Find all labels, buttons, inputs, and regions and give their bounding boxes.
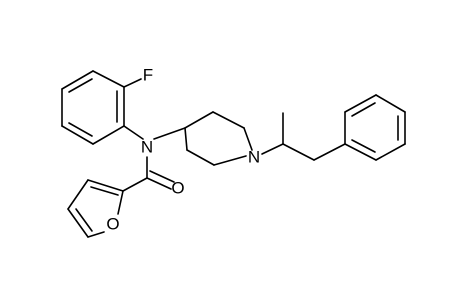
bond xyxy=(375,94,406,113)
bond xyxy=(344,143,377,161)
bond xyxy=(243,127,253,151)
fluorine-atom-label: F xyxy=(143,66,153,85)
bond xyxy=(351,139,376,153)
bond xyxy=(123,125,144,140)
bond xyxy=(186,149,215,166)
bond xyxy=(90,186,119,196)
bond xyxy=(68,122,93,137)
bond xyxy=(61,70,94,90)
bond xyxy=(184,127,188,151)
bond xyxy=(75,208,93,232)
bond xyxy=(313,143,346,161)
benzene-ring xyxy=(344,94,406,161)
bond xyxy=(67,179,89,210)
piperidine-ring xyxy=(184,111,253,166)
bond xyxy=(153,127,186,140)
bond xyxy=(122,177,148,192)
bond xyxy=(87,179,124,192)
bond xyxy=(68,78,93,93)
bond xyxy=(375,143,406,161)
bond xyxy=(344,94,377,113)
furan-oxygen-label: O xyxy=(106,215,119,234)
bond xyxy=(87,231,105,238)
bond xyxy=(67,208,89,238)
bond xyxy=(117,190,124,215)
piperidine-nitrogen-label: N xyxy=(248,148,260,167)
bond xyxy=(123,78,142,88)
bond xyxy=(261,143,284,155)
bond xyxy=(184,111,214,129)
bond xyxy=(149,170,175,183)
fluorophenyl-ring xyxy=(61,70,125,145)
bond xyxy=(351,102,376,117)
bond xyxy=(61,125,94,145)
bond xyxy=(213,155,247,166)
amide-nitrogen-label: N xyxy=(141,138,153,157)
bond xyxy=(146,177,172,190)
carbonyl-oxygen-label: O xyxy=(171,179,184,198)
bond xyxy=(92,70,125,88)
bond xyxy=(282,143,315,161)
bond xyxy=(92,125,125,145)
bond xyxy=(212,111,245,129)
furan-ring xyxy=(67,179,124,238)
